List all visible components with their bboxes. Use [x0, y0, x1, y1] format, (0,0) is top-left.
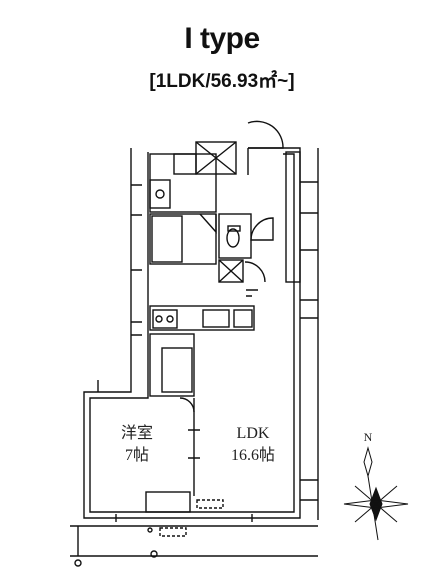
kitchen-stove	[152, 309, 178, 329]
toilet-room	[218, 213, 252, 259]
meter-box-cross	[218, 259, 244, 283]
closet-inner	[161, 347, 193, 393]
bath-door	[199, 213, 217, 234]
closet-door-arc	[179, 397, 195, 413]
stove-burner-2	[166, 315, 174, 323]
compass-rose-icon	[343, 446, 409, 541]
washroom	[149, 153, 217, 213]
toilet-icon	[226, 228, 240, 248]
bathtub	[151, 215, 183, 263]
ldk-name: LDK	[237, 425, 270, 442]
plan-area-label: [1LDK/56.93㎡~]	[149, 71, 295, 92]
balcony-drain-2	[150, 550, 158, 558]
ldk-door-marks	[246, 289, 258, 297]
outer-wall-inner	[89, 152, 295, 513]
balcony-drain	[147, 527, 153, 533]
toilet-door	[250, 217, 274, 241]
wall-ticks-right	[300, 181, 318, 501]
outer-wall	[83, 147, 301, 519]
closet	[149, 333, 195, 397]
washing-machine-pan	[173, 153, 197, 175]
wall-ticks-left	[97, 184, 142, 392]
aircon-unit	[196, 499, 224, 509]
washbasin-drain	[155, 189, 165, 199]
fridge-space	[233, 309, 253, 328]
kitchen-counter	[149, 305, 255, 331]
balcony-unit	[159, 527, 187, 537]
toilet-tank	[227, 225, 241, 232]
bathroom	[149, 213, 217, 265]
balcony-rail	[70, 525, 318, 557]
ldk-size: 16.6帖	[231, 446, 275, 464]
western-room-size: 7帖	[125, 446, 149, 464]
meter-box	[218, 259, 244, 283]
north-label: N	[364, 430, 373, 444]
partition-ticks	[115, 429, 253, 522]
washbasin	[149, 179, 171, 209]
stove-burner-1	[155, 315, 163, 323]
plan-type-title: I type	[184, 22, 260, 55]
bottom-storage	[145, 491, 191, 513]
utility-door	[244, 261, 266, 283]
right-column	[285, 151, 301, 283]
entrance-door	[247, 120, 284, 175]
balcony-drain-3	[74, 559, 82, 567]
kitchen-sink	[202, 309, 230, 328]
western-room-name: 洋室	[121, 424, 153, 442]
